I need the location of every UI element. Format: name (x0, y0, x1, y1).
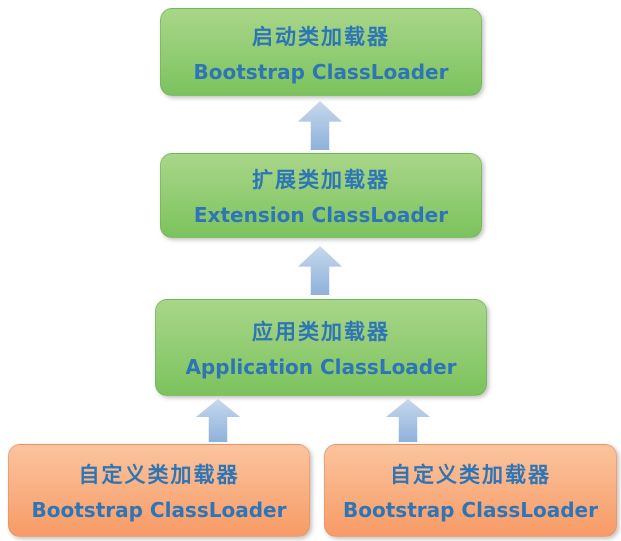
bootstrap-label-en: Bootstrap ClassLoader (193, 59, 449, 84)
up-arrow-icon (298, 246, 342, 295)
extension-label-en: Extension ClassLoader (193, 203, 449, 227)
custom-left-label-zh: 自定义类加载器 (78, 463, 240, 487)
box-bootstrap-classloader: 启动类加载器 Bootstrap ClassLoader (160, 8, 482, 96)
custom-left-label-en: Bootstrap ClassLoader (31, 498, 287, 522)
extension-label-zh: 扩展类加载器 (252, 168, 390, 192)
box-application-classloader: 应用类加载器 Application ClassLoader (155, 299, 487, 396)
box-extension-classloader: 扩展类加载器 Extension ClassLoader (160, 153, 482, 238)
bootstrap-label-zh: 启动类加载器 (252, 24, 390, 49)
up-arrow-icon (386, 399, 430, 442)
application-label-zh: 应用类加载器 (252, 320, 390, 344)
custom-right-label-en: Bootstrap ClassLoader (343, 498, 598, 522)
custom-right-label-zh: 自定义类加载器 (390, 463, 551, 487)
up-arrow-icon (298, 101, 342, 150)
application-label-en: Application ClassLoader (185, 355, 457, 379)
up-arrow-icon (196, 399, 240, 442)
box-custom-classloader-right: 自定义类加载器 Bootstrap ClassLoader (324, 444, 617, 537)
box-custom-classloader-left: 自定义类加载器 Bootstrap ClassLoader (8, 444, 310, 537)
